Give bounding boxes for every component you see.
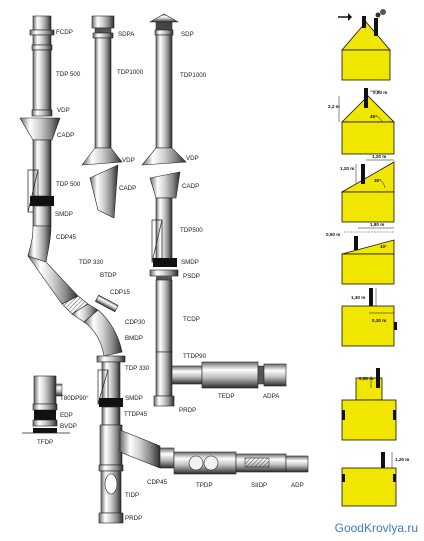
label-cadp-a: CADP — [57, 132, 74, 139]
house-7: 1,20 m — [341, 452, 409, 507]
label-tfdp: TFDP — [37, 439, 53, 446]
dim-h6-120: 1,20 m — [395, 457, 409, 462]
label-tdp500-a: TDP 500 — [56, 71, 81, 78]
column-1: FCDP TDP 500 VDP CADP TDP 500 SMDP CDP45… — [19, 15, 131, 357]
dim-h4-130: 1,30 m — [351, 295, 365, 300]
dim-h1-45: 45° — [370, 114, 377, 119]
label-ttdp45: TTDP45 — [124, 411, 148, 418]
label-smdp-b: SMDP — [181, 259, 199, 266]
house-4: 0,50 m 1,80 m 10° — [326, 222, 395, 285]
label-t80dp90: T80DP90° — [60, 395, 89, 402]
label-tdp330-b: TDP 330 — [125, 365, 150, 372]
label-cdp45-b: CDP45 — [147, 479, 168, 486]
label-psdp: PSDP — [183, 273, 200, 280]
label-smdp-a: SMDP — [55, 211, 73, 218]
dim-h5-050: 0,50 m — [359, 376, 373, 381]
label-tdp500-b: TDP 500 — [56, 181, 81, 188]
dim-h2-30: 30° — [374, 178, 381, 183]
column-2: SDPA TDP1000 VDP CADP — [81, 15, 144, 219]
label-vdp-b: VDP — [122, 157, 135, 164]
column-3: SDP TDP1000 VDP CADP TDP500 SMDP PSDP TC… — [141, 13, 287, 414]
dim-h3-10: 10° — [380, 244, 387, 249]
house-6: 0,50 m — [341, 368, 397, 441]
label-tidp: TIDP — [125, 492, 139, 499]
label-btdp: BTDP — [100, 272, 117, 279]
house-3: 1,20 m 1,20 m 30° — [340, 154, 395, 223]
dim-h3-050: 0,50 m — [326, 232, 340, 237]
t80-unit: T80DP90° EDP BVDP TFDP — [22, 375, 89, 446]
watermark: GoodKrovlya.ru — [334, 521, 418, 535]
label-ttdp90: TTDP90 — [183, 353, 207, 360]
label-cadp-b: CADP — [119, 185, 136, 192]
label-adpa: ADPA — [263, 393, 280, 400]
label-edp: EDP — [60, 412, 73, 419]
label-vdp-a: VDP — [57, 107, 70, 114]
label-cadp-c: CADP — [182, 183, 199, 190]
house-5: 1,30 m 0,30 m — [341, 288, 397, 347]
label-tdp1000-b: TDP1000 — [180, 72, 207, 79]
label-smdp-c: SMDP — [125, 395, 143, 402]
label-sdpa: SDPA — [118, 31, 135, 38]
label-cdp30: CDP30 — [125, 319, 146, 326]
label-fcdp: FCDP — [56, 29, 73, 36]
label-tdp1000-a: TDP1000 — [117, 69, 144, 76]
dim-h2-120a: 1,20 m — [340, 166, 354, 171]
dim-h1-080: 0,80 m — [373, 90, 387, 95]
label-tcdp: TCDP — [183, 316, 200, 323]
label-cdp45-a: CDP45 — [56, 234, 77, 241]
label-tdp500-c: TDP500 — [180, 227, 203, 234]
dim-h1-22: 2,2 m — [328, 104, 340, 109]
label-tedp-a: TEDP — [218, 393, 235, 400]
label-prdp-a: PRDP — [179, 407, 196, 414]
label-vdp-c: VDP — [186, 155, 199, 162]
label-sdp: SDP — [181, 31, 194, 38]
house-1 — [338, 9, 391, 81]
lower-assembly: CDP30 BMDP TDP 330 SMDP TTDP45 CDP45 TPD… — [96, 319, 309, 524]
label-prdp-b: PRDP — [125, 515, 142, 522]
dim-h4-030: 0,30 m — [372, 318, 386, 323]
label-adp: ADP — [291, 482, 304, 489]
label-siidp: SIIDP — [251, 482, 267, 489]
label-tpdp: TPDP — [196, 482, 213, 489]
dim-h2-120b: 1,20 m — [372, 154, 386, 159]
label-tdp330-a: TDP 330 — [79, 259, 104, 266]
dim-h3-180: 1,80 m — [370, 222, 384, 227]
label-bmdp: BMDP — [125, 335, 143, 342]
label-bvdp: BVDP — [60, 423, 77, 430]
house-2: 0,80 m 2,2 m 45° — [328, 88, 395, 155]
label-cdp15: CDP15 — [110, 289, 131, 296]
